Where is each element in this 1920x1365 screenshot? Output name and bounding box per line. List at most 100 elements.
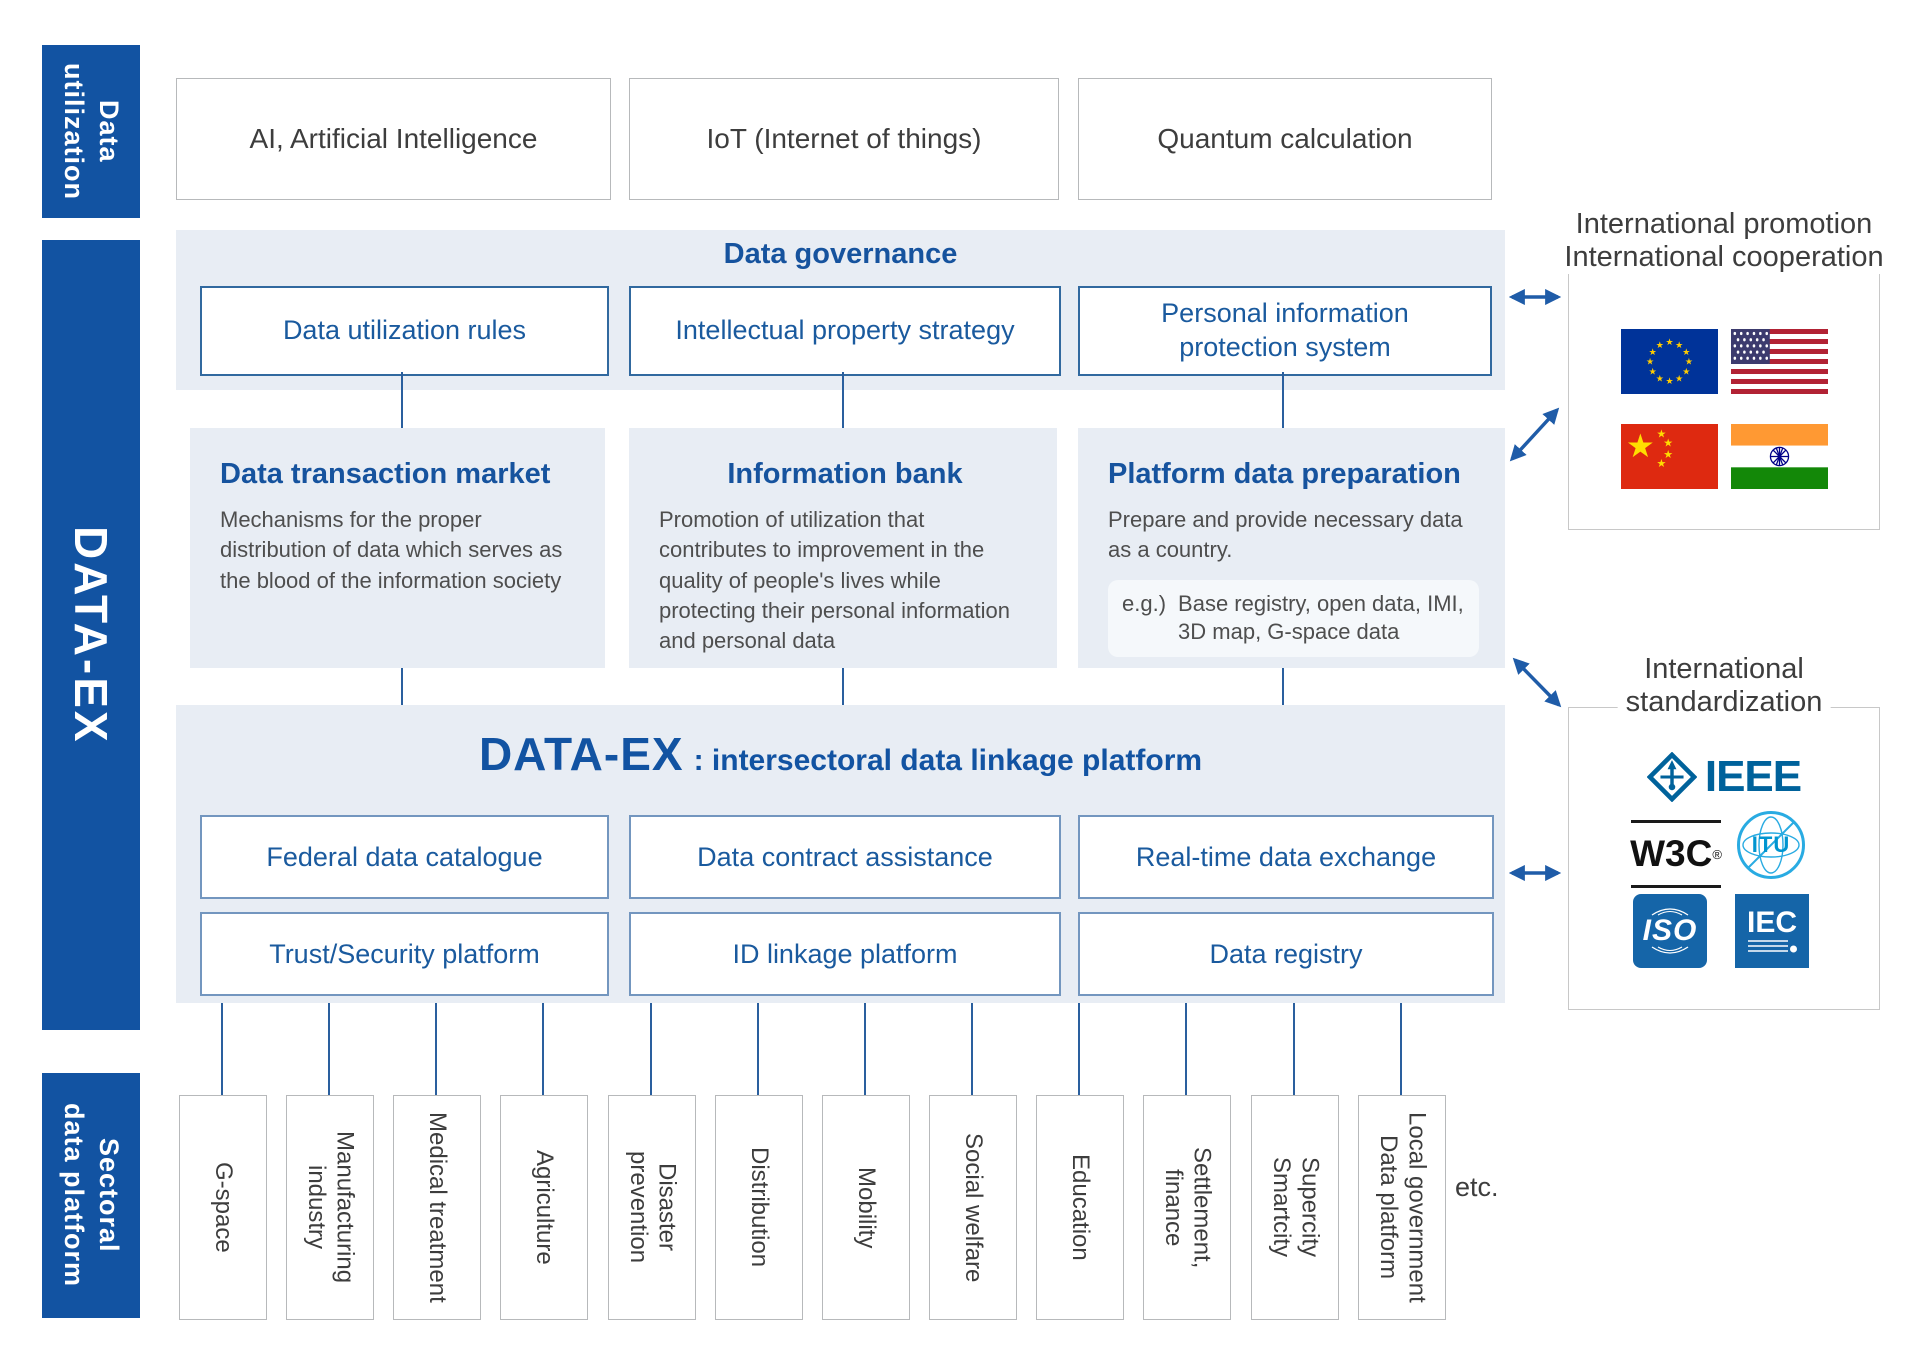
sector-box-agriculture: Agriculture: [500, 1095, 588, 1320]
international-standardization-panel: International standardization IEEE W3C® …: [1568, 653, 1880, 1010]
etc-label: etc.: [1455, 1172, 1499, 1202]
rail-data-utilization: Data utilization: [42, 45, 140, 218]
dataex-box-label: Data registry: [1209, 938, 1363, 969]
itu-logo-text: ITU: [1751, 832, 1791, 857]
sector-label: Distribution: [746, 1147, 774, 1268]
top-box-ai: AI, Artificial Intelligence: [176, 78, 611, 200]
pillar-platform-data-preparation: Platform data preparation Prepare and pr…: [1078, 428, 1505, 668]
svg-text:★: ★: [1649, 367, 1657, 377]
w3c-logo-text: W3C: [1630, 833, 1713, 874]
svg-text:★: ★: [1682, 348, 1690, 358]
svg-text:★: ★: [1675, 375, 1683, 385]
connector-line: [1282, 668, 1284, 705]
connector-line: [971, 1003, 973, 1095]
rail-data-ex: DATA-EX: [42, 240, 140, 1030]
ieee-diamond-icon: [1646, 752, 1697, 802]
governance-box-label: Data utilization rules: [282, 315, 527, 346]
connector-line: [864, 1003, 866, 1095]
connector-line: [650, 1003, 652, 1095]
top-box-quantum: Quantum calculation: [1078, 78, 1492, 200]
top-box-iot-label: IoT (Internet of things): [706, 123, 982, 154]
pillar-information-bank: Information bank Promotion of utilizatio…: [629, 428, 1057, 668]
connector-line: [1293, 1003, 1295, 1095]
governance-box-personal-information: Personal information protection system: [1078, 286, 1492, 376]
connector-line: [435, 1003, 437, 1095]
dataex-box-federal-data-catalogue: Federal data catalogue: [200, 815, 609, 899]
sector-box-settlement-finance: Settlement, finance: [1143, 1095, 1231, 1320]
sector-box-mobility: Mobility: [822, 1095, 910, 1320]
svg-text:★: ★: [1656, 341, 1664, 351]
connector-line: [401, 372, 403, 428]
governance-box-label: Personal information protection system: [1161, 298, 1409, 362]
svg-text:★: ★: [1682, 367, 1690, 377]
sector-label: Medical treatment: [424, 1112, 452, 1303]
sector-box-education: Education: [1036, 1095, 1124, 1320]
svg-text:★: ★: [1663, 448, 1673, 461]
sector-label: Settlement, finance: [1160, 1146, 1216, 1269]
double-arrow-pillar-standardization: [1512, 657, 1562, 708]
rail-data-ex-label: DATA-EX: [65, 525, 117, 745]
svg-text:★: ★: [1626, 427, 1655, 465]
connector-line: [1400, 1003, 1402, 1095]
sector-label: Social welfare: [960, 1132, 988, 1283]
w3c-logo: W3C®: [1630, 820, 1722, 888]
svg-text:★: ★: [1675, 341, 1683, 351]
example-text: Base registry, open data, IMI, 3D map, G…: [1178, 590, 1464, 645]
connector-line: [1078, 1003, 1080, 1095]
dataex-box-trust-security-platform: Trust/Security platform: [200, 912, 609, 996]
svg-text:★: ★: [1656, 428, 1666, 441]
governance-title: Data governance: [723, 238, 958, 270]
sector-box-social-welfare: Social welfare: [929, 1095, 1017, 1320]
example-box: e.g.) Base registry, open data, IMI, 3D …: [1108, 579, 1479, 657]
dataex-box-label: Data contract assistance: [697, 841, 993, 872]
ieee-logo-text: IEEE: [1704, 752, 1802, 801]
pillar-title: Platform data preparation: [1108, 458, 1461, 490]
sector-box-disaster-prevention: Disaster prevention: [608, 1095, 696, 1320]
pillar-body: Mechanisms for the proper distribution o…: [220, 507, 563, 593]
dataex-box-label: ID linkage platform: [732, 938, 958, 969]
svg-text:★: ★: [1685, 358, 1693, 368]
top-box-quantum-label: Quantum calculation: [1157, 123, 1413, 154]
eu-flag: ★★★ ★★★ ★★★ ★★★: [1621, 329, 1718, 394]
svg-text:★: ★: [1665, 338, 1673, 348]
dataex-title: DATA-EX: [478, 728, 684, 780]
pillar-title: Information bank: [727, 458, 963, 490]
dataex-box-label: Trust/Security platform: [269, 938, 540, 969]
top-box-ai-label: AI, Artificial Intelligence: [249, 123, 538, 154]
sector-box-local-government: Local government Data platform: [1358, 1095, 1446, 1320]
iec-lines-icon: [1748, 940, 1797, 953]
example-label: e.g.): [1122, 590, 1167, 616]
double-arrow-platform-promotion: [1509, 407, 1560, 462]
connector-line: [842, 372, 844, 428]
ieee-logo: IEEE: [1569, 752, 1879, 802]
connector-line: [842, 668, 844, 705]
connector-line: [221, 1003, 223, 1095]
rail-sectoral-data-platform: Sectoral data platform: [42, 1073, 140, 1318]
dataex-heading: DATA-EX : intersectoral data linkage pla…: [176, 727, 1505, 781]
us-flag: [1731, 329, 1828, 394]
india-flag: [1731, 424, 1828, 489]
dataex-box-label: Real-time data exchange: [1135, 841, 1437, 872]
pillar-body: Prepare and provide necessary data as a …: [1108, 507, 1463, 563]
rail-data-utilization-label: Data utilization: [59, 63, 125, 200]
governance-box-label: Intellectual property strategy: [675, 315, 1015, 346]
itu-logo: ITU: [1737, 811, 1805, 879]
sector-label: Education: [1067, 1154, 1095, 1261]
dataex-box-data-contract-assistance: Data contract assistance: [629, 815, 1061, 899]
sector-label: Agriculture: [531, 1150, 559, 1265]
svg-text:★: ★: [1663, 437, 1673, 450]
sector-box-distribution: Distribution: [715, 1095, 803, 1320]
svg-text:★: ★: [1665, 377, 1673, 387]
w3c-registered-mark: ®: [1712, 846, 1722, 862]
iso-logo: ISO: [1633, 894, 1707, 968]
svg-text:★: ★: [1656, 457, 1666, 470]
dataex-box-label: Federal data catalogue: [266, 841, 543, 872]
sector-box-manufacturing-industry: Manufacturing industry: [286, 1095, 374, 1320]
standardization-panel-title: International standardization: [1617, 653, 1831, 720]
iec-logo-text: IEC: [1746, 906, 1797, 939]
sector-box-supercity-smartcity: Supercity Smartcity: [1251, 1095, 1339, 1320]
connector-line: [328, 1003, 330, 1095]
dataex-subtitle: : intersectoral data linkage platform: [693, 744, 1203, 777]
sector-label: Disaster prevention: [625, 1151, 681, 1264]
